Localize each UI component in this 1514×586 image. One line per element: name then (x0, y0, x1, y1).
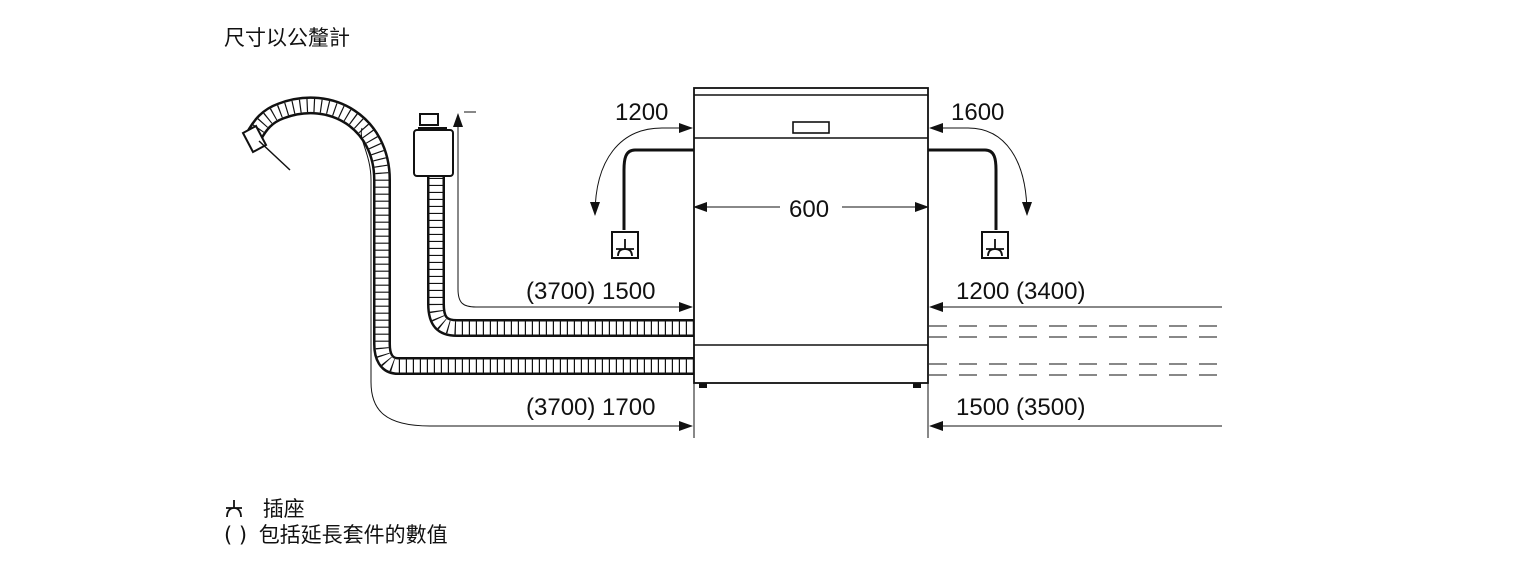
measurement-right-middle: 1200 (3400) (956, 278, 1085, 305)
measurement-top-right: 1600 (951, 99, 1004, 126)
socket-legend-label: 插座 (262, 497, 305, 521)
dishwasher-front (693, 87, 929, 388)
measurement-top-left: 1200 (615, 99, 668, 126)
drain-hose-inner (248, 98, 694, 373)
measurement-width: 600 (789, 196, 829, 223)
socket-icon (981, 231, 1009, 259)
measurement-left-bottom: (3700) 1700 (526, 394, 655, 421)
socket-icon (224, 497, 244, 519)
measurement-labels: 1200 1600 600 (3700) 1500 1200 (3400) (3… (526, 99, 1085, 421)
parentheses-mark: ( ) (224, 523, 248, 547)
inlet-hose-inner (429, 176, 694, 335)
measurement-right-bottom: 1500 (3500) (956, 394, 1085, 421)
water-tap-connector (413, 113, 454, 177)
page-title: 尺寸以公釐計 (224, 26, 350, 50)
socket-legend: 插座 (224, 497, 305, 521)
socket-icon (611, 231, 639, 259)
inlet-hose-ribs (429, 176, 694, 335)
extension-kit-legend: ( ) 包括延長套件的數值 (224, 523, 448, 547)
drain-hose-end (241, 124, 291, 171)
extension-kit-legend-label: 包括延長套件的數值 (258, 523, 448, 547)
inlet-hose (427, 176, 694, 337)
measurement-left-middle: (3700) 1500 (526, 278, 655, 305)
dimension-lines (360, 88, 1222, 438)
